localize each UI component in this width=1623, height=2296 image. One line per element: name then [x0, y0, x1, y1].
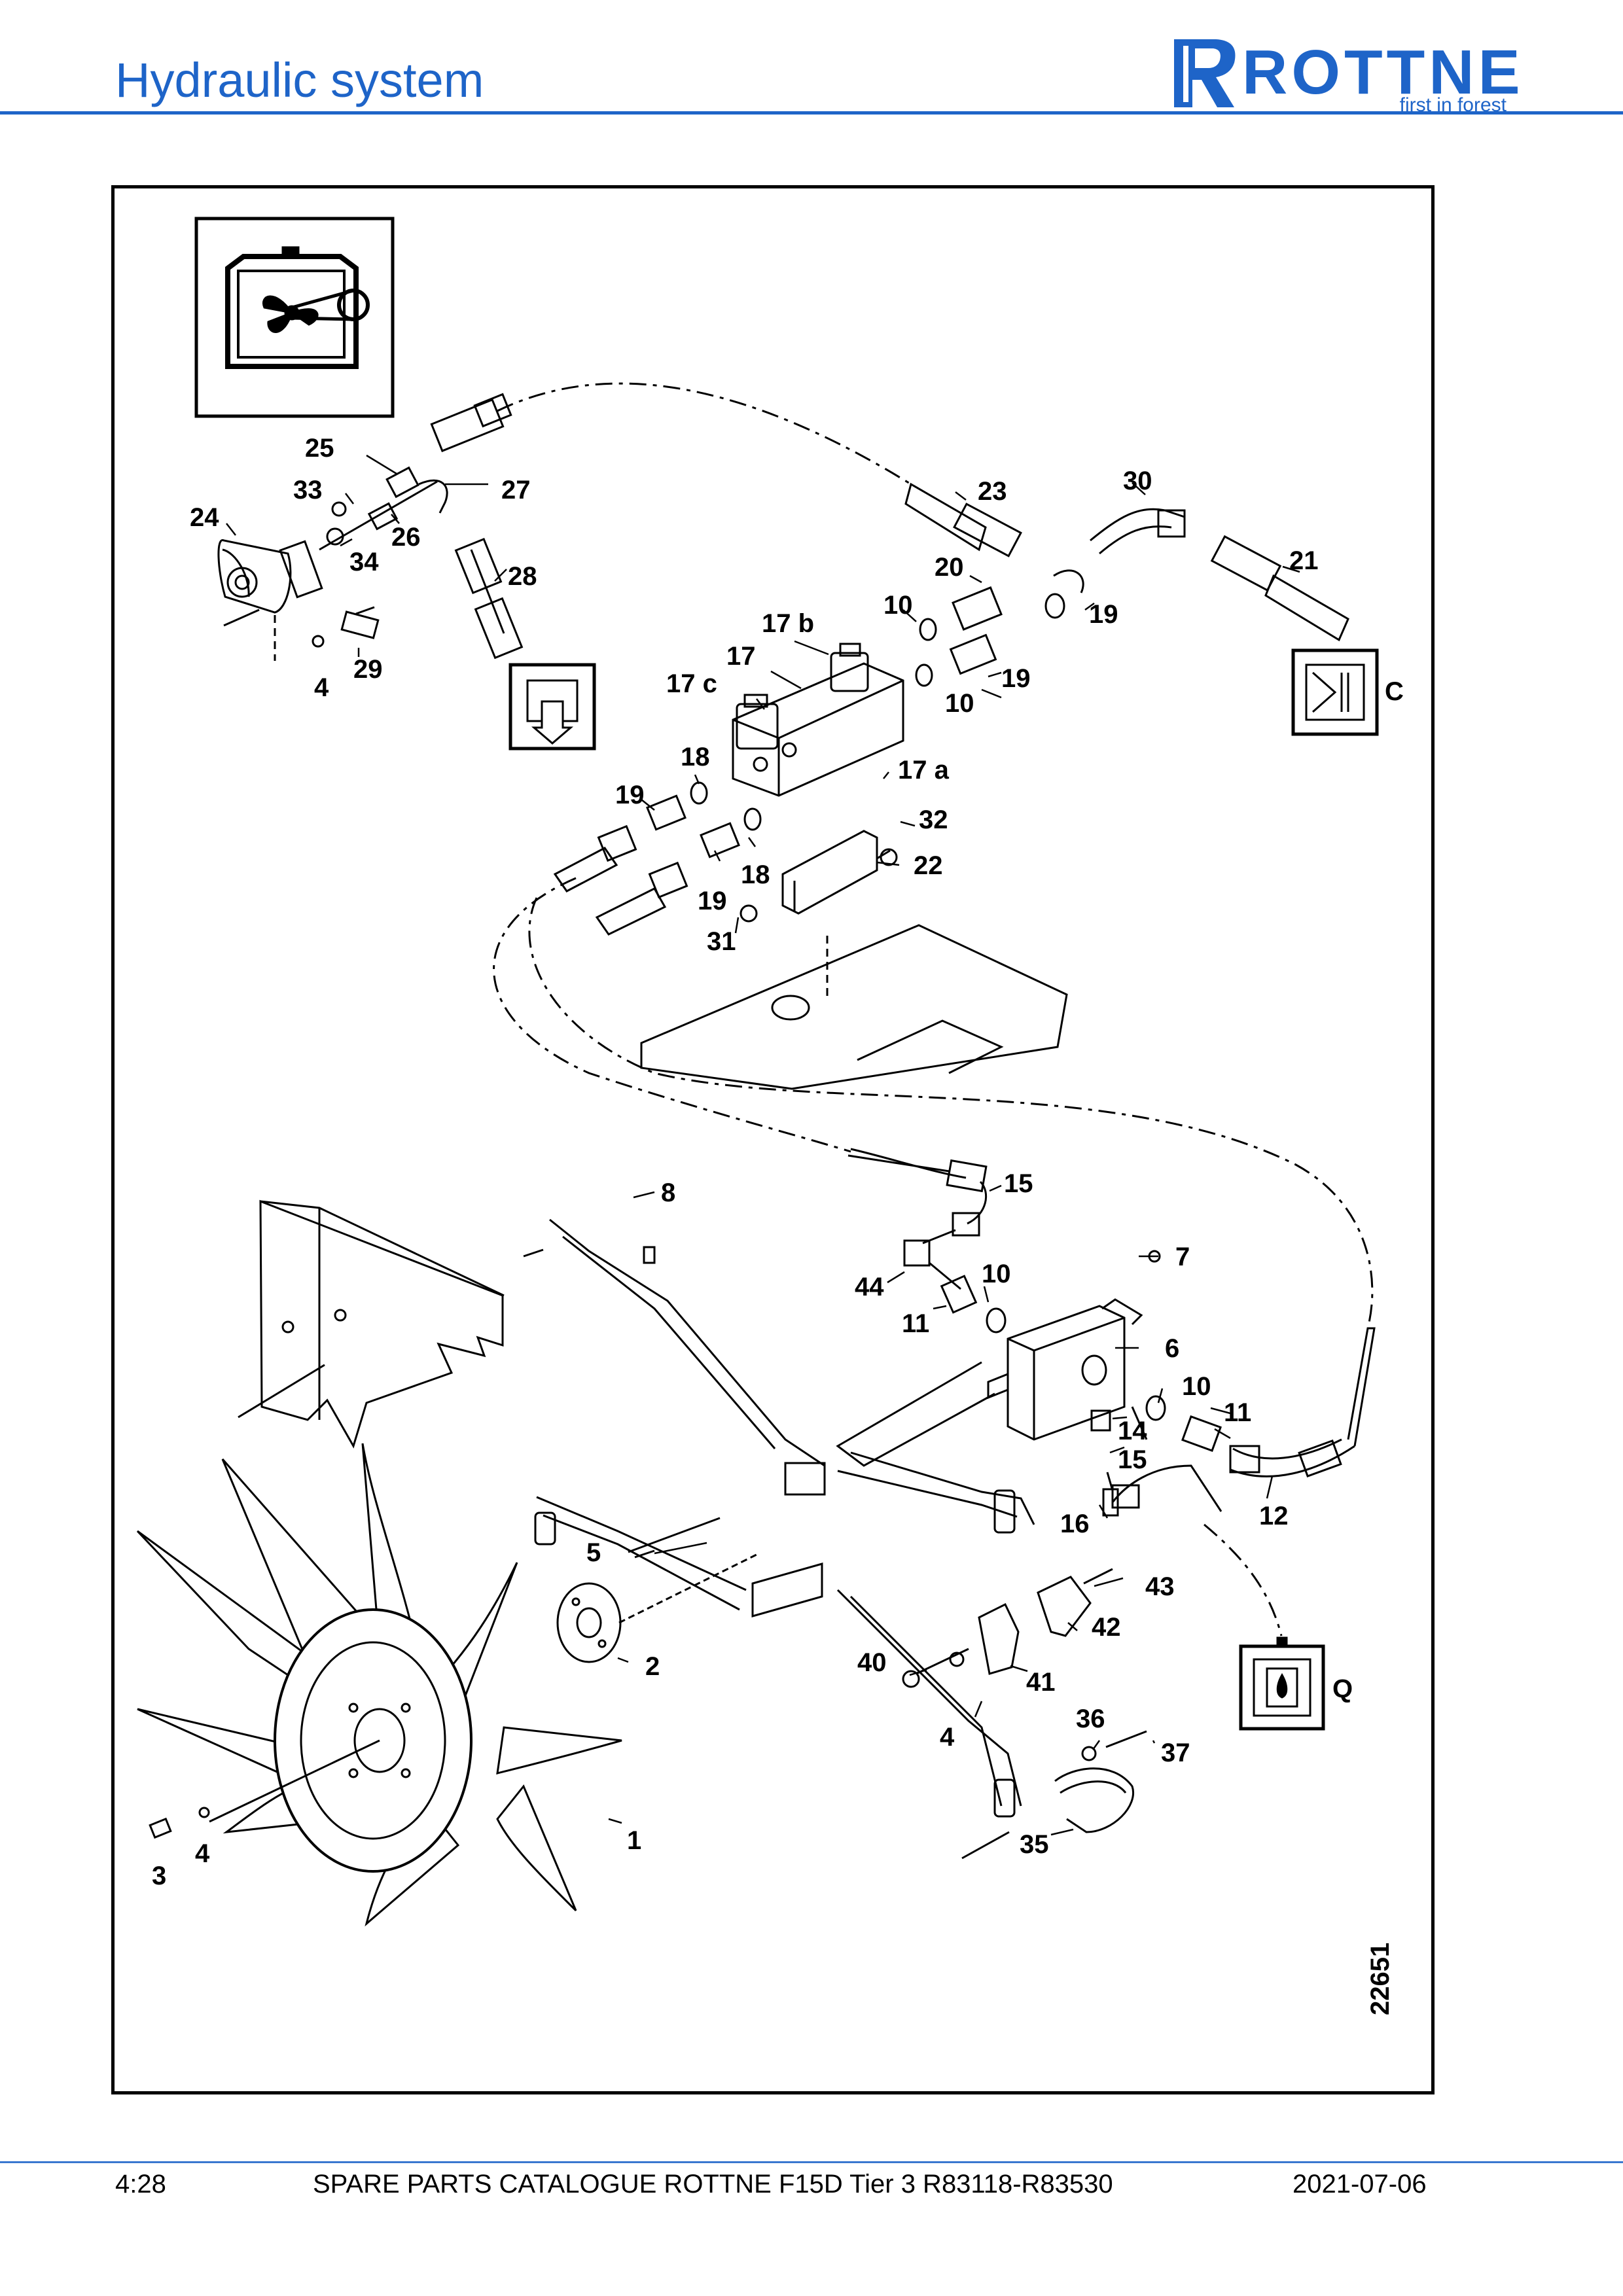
callout-10: 10: [982, 1260, 1011, 1288]
elbow-32: [1090, 508, 1186, 555]
hose-12: [1229, 1327, 1376, 1478]
callout-33: 31: [707, 927, 736, 956]
heat-exchanger-symbol-icon: [1291, 648, 1379, 736]
callout-9: 8: [661, 1178, 675, 1207]
callout-29: 27: [501, 476, 531, 504]
callout-5: 4: [940, 1723, 955, 1752]
hose-13: [847, 1148, 1007, 1333]
callout-4: 4: [195, 1839, 210, 1868]
flange-2: [556, 1517, 760, 1663]
callout-18: 18: [681, 743, 710, 771]
callout-7: 6: [1165, 1334, 1179, 1363]
callout-43: 43: [1145, 1572, 1175, 1601]
footer-page-number: 4:28: [115, 2170, 166, 2199]
callout-20: 19: [1001, 664, 1031, 693]
callout-11: 11: [1224, 1398, 1251, 1427]
callout-19: 19: [615, 781, 645, 809]
tank-return-symbol-icon: [508, 663, 596, 751]
callout-35: 33: [293, 476, 323, 504]
callout-31: 29: [353, 655, 383, 684]
hydraulic-motor-26: [217, 539, 323, 661]
callout-18: 18: [741, 860, 770, 889]
callout-38: 36: [1076, 1704, 1105, 1733]
callout-32: 30: [1123, 467, 1152, 495]
symbol-letter-c: C: [1385, 677, 1404, 706]
callout-30: 28: [508, 562, 537, 591]
callout-1: 1: [627, 1826, 641, 1855]
callout-19: 19: [698, 887, 727, 915]
callout-15: 15: [1118, 1445, 1147, 1474]
callout-6: 5: [586, 1538, 601, 1567]
callout-17b: 17 b: [762, 609, 814, 638]
callout-41: 41: [1026, 1668, 1056, 1697]
page-title: Hydraulic system: [115, 53, 484, 107]
callout-13: 15: [1004, 1169, 1033, 1198]
callout-10: 10: [945, 689, 974, 718]
frame-plate: [640, 924, 1068, 1090]
hose-23: [1210, 535, 1349, 642]
callout-2: 2: [645, 1652, 660, 1681]
callout-34: 32: [919, 805, 948, 834]
callout-16: 16: [1060, 1510, 1090, 1538]
callout-leader-lines: [226, 454, 1300, 1836]
cooling-fan-1: [136, 1443, 622, 1927]
fan-shroud: [238, 1199, 505, 1449]
bracket-34: [740, 830, 898, 923]
callout-40: 40: [857, 1648, 887, 1677]
callout-42: 42: [1092, 1613, 1121, 1642]
footer-rule: [0, 2161, 1623, 2163]
callout-36: 34: [349, 548, 379, 576]
callout-22: 20: [935, 553, 964, 582]
diagram-frame: [111, 185, 1435, 2094]
logo-mark-icon: [1174, 39, 1236, 107]
cooler-fan-symbol-icon: [194, 217, 395, 418]
callout-21: 19: [1089, 600, 1118, 629]
callout-37: 35: [1020, 1830, 1049, 1859]
callout-10: 10: [1182, 1372, 1211, 1401]
callout-10: 10: [883, 591, 913, 620]
callout-17: 17: [726, 642, 756, 671]
callout-44: 44: [855, 1273, 884, 1301]
callout-17a: 17 a: [898, 756, 950, 785]
footer-date: 2021-07-06: [1293, 2170, 1427, 2199]
symbol-letter-q: Q: [1332, 1674, 1353, 1703]
logo-text: ROTTNE: [1242, 37, 1524, 107]
callout-17c: 17 c: [666, 669, 717, 698]
hose-16: [1102, 1464, 1222, 1517]
drawing-number: 22651: [1366, 1943, 1395, 2015]
callout-4: 4: [314, 673, 329, 702]
callout-39: 37: [1161, 1739, 1190, 1767]
fittings-18-19: [553, 781, 762, 936]
callout-23: 21: [1289, 546, 1319, 575]
motor-fittings: [312, 393, 524, 660]
clamp-parts: [902, 1568, 1147, 1860]
callout-12: 12: [1259, 1502, 1289, 1530]
support-frame-5: [523, 1218, 1035, 1818]
valve-block-17: [732, 569, 1084, 797]
callout-28: 26: [391, 523, 421, 552]
callout-24: 22: [914, 851, 943, 880]
footer-catalogue-title: SPARE PARTS CATALOGUE ROTTNE F15D Tier 3…: [313, 2170, 1113, 2199]
hose-25: [904, 482, 1022, 557]
callout-3: 3: [152, 1862, 166, 1890]
callout-11: 11: [902, 1309, 929, 1338]
header-rule: [0, 111, 1623, 115]
callout-14: 14: [1118, 1417, 1147, 1445]
callout-27: 25: [305, 434, 334, 463]
oil-level-symbol-icon: [1239, 1636, 1325, 1731]
callout-8: 7: [1175, 1243, 1190, 1271]
callout-26: 24: [190, 503, 219, 532]
callout-25: 23: [978, 477, 1007, 506]
